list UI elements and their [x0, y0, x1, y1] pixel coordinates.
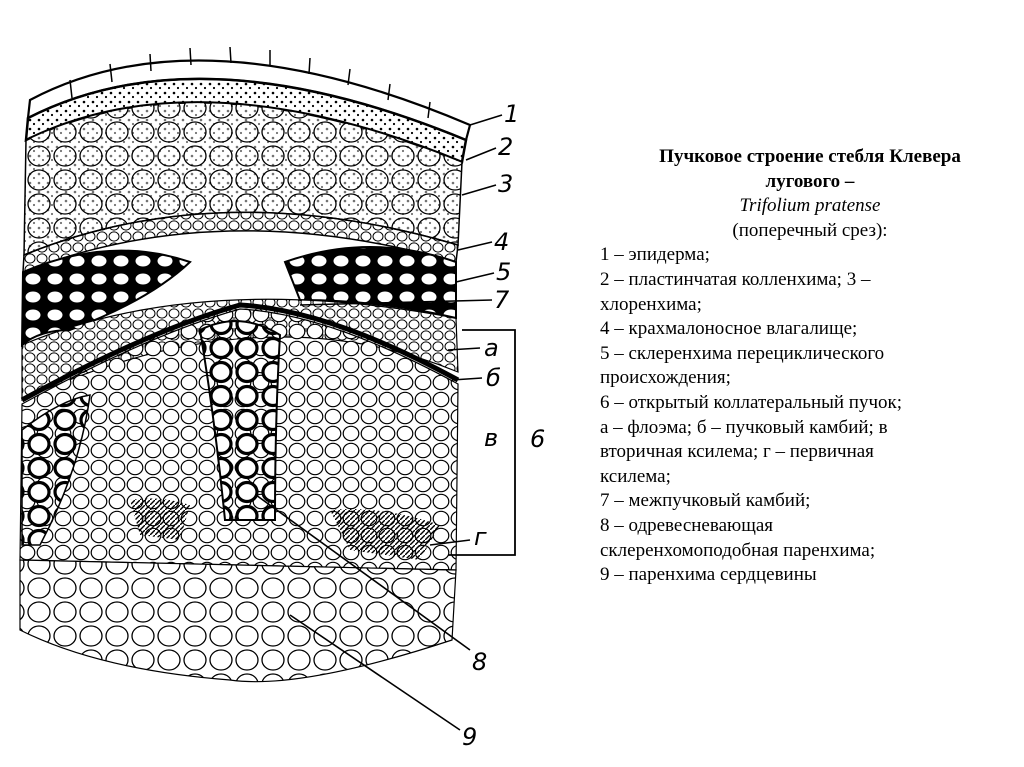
label-2: 2: [498, 133, 513, 161]
legend-item: 2 – пластинчатая колленхима; 3 –: [600, 268, 1020, 293]
label-1: 1: [504, 100, 519, 128]
label-b: б: [486, 364, 501, 392]
label-3: 3: [498, 170, 513, 198]
caption-subtitle: (поперечный срез):: [600, 219, 1020, 244]
legend-item: 8 – одревесневающая: [600, 514, 1020, 539]
legend-item: 1 – эпидерма;: [600, 243, 1020, 268]
label-5: 5: [496, 258, 511, 286]
legend-item: хлоренхима;: [600, 293, 1020, 318]
legend-item: 5 – склеренхима перециклического: [600, 342, 1020, 367]
legend-item: 6 – открытый коллатеральный пучок;: [600, 391, 1020, 416]
caption-title-line1: Пучковое строение стебля Клевера: [600, 145, 1020, 170]
legend-list: 1 – эпидерма; 2 – пластинчатая колленхим…: [600, 243, 1020, 587]
legend-item: ксилема;: [600, 465, 1020, 490]
label-8: 8: [472, 648, 487, 676]
caption-latin-name: Trifolium pratense: [600, 194, 1020, 219]
legend-item: 7 – межпучковый камбий;: [600, 489, 1020, 514]
label-9: 9: [462, 723, 477, 751]
pith-parenchyma: [20, 560, 456, 682]
label-6: 6: [530, 425, 545, 453]
legend-item: вторичная ксилема; г – первичная: [600, 440, 1020, 465]
legend-item: 4 – крахмалоносное влагалище;: [600, 317, 1020, 342]
caption: Пучковое строение стебля Клевера луговог…: [600, 145, 1020, 588]
label-4: 4: [494, 228, 509, 256]
label-v: в: [484, 424, 498, 452]
label-g: г: [474, 523, 487, 551]
legend-item: а – флоэма; б – пучковый камбий; в: [600, 416, 1020, 441]
stem-cross-section-drawing: 1 2 3 4 5 7 а б в 6 г 8 9: [0, 0, 560, 767]
label-7: 7: [494, 286, 510, 314]
label-a: а: [484, 334, 499, 362]
legend-item: происхождения;: [600, 366, 1020, 391]
legend-item: 9 – паренхима сердцевины: [600, 563, 1020, 588]
caption-title-line2: лугового –: [600, 170, 1020, 195]
legend-item: склеренхомоподобная паренхима;: [600, 539, 1020, 564]
